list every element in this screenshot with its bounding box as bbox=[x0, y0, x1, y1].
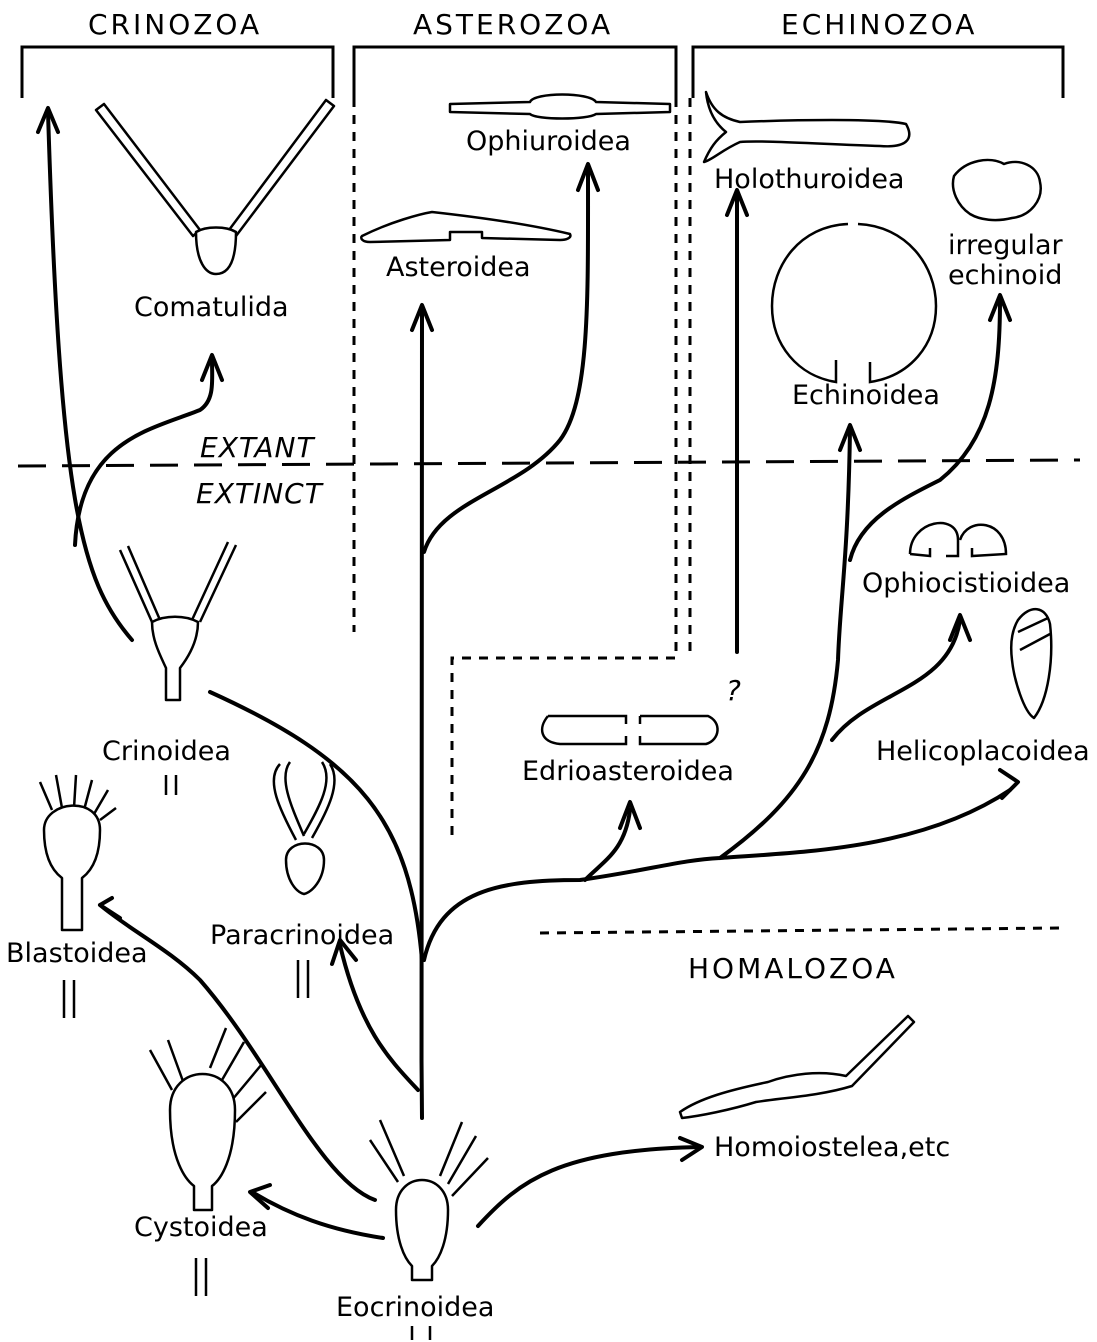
branch-paracrinoidea bbox=[340, 945, 418, 1090]
branch-homoiostelea bbox=[478, 1147, 700, 1226]
paracrinoidea-figure bbox=[274, 762, 335, 998]
irregular-echinoid-figure bbox=[953, 160, 1041, 220]
asterozoa-label: ASTEROZOA bbox=[413, 8, 613, 41]
extinct-label: EXTINCT bbox=[196, 477, 324, 510]
crinoidea-label: Crinoidea bbox=[102, 736, 231, 767]
extant-extinct-line bbox=[18, 460, 1080, 466]
echinoidea-figure bbox=[772, 224, 936, 382]
branch-echinoidea bbox=[720, 430, 850, 858]
irregular-echinoid-label-line1: irregular bbox=[948, 230, 1064, 261]
ophiocistioidea-figure bbox=[910, 523, 1006, 556]
holothuroidea-label: Holothuroidea bbox=[714, 164, 904, 195]
crinozoa-frame bbox=[22, 47, 333, 98]
holothuroidea-figure bbox=[704, 92, 909, 162]
taxon-labels: Comatulida Crinoidea Blastoidea Paracrin… bbox=[6, 126, 1090, 1323]
branch-ophiocistioidea bbox=[832, 620, 960, 740]
asteroidea-figure bbox=[361, 212, 570, 242]
homoiostelea-figure bbox=[680, 1016, 914, 1118]
cystoidea-label: Cystoidea bbox=[134, 1212, 268, 1243]
asteroidea-label: Asteroidea bbox=[386, 252, 531, 283]
blastoidea-label: Blastoidea bbox=[6, 938, 148, 969]
homalozoa-label: HOMALOZOA bbox=[688, 952, 898, 985]
echinozoa-frame bbox=[693, 47, 1063, 98]
branch-irregular-echinoid bbox=[850, 300, 1000, 560]
asterozoa-frame bbox=[354, 47, 676, 98]
branch-cystoidea bbox=[252, 1192, 383, 1238]
edrioasteroidea-figure bbox=[542, 716, 717, 744]
blastoidea-figure bbox=[40, 775, 116, 1018]
echinozoa-label: ECHINOZOA bbox=[781, 8, 977, 41]
asterozoa-boundary bbox=[354, 98, 690, 842]
crinozoa-label: CRINOZOA bbox=[88, 8, 262, 41]
homoiostelea-label: Homoiostelea,etc bbox=[714, 1132, 950, 1163]
ophiuroidea-figure bbox=[450, 95, 670, 119]
branch-crinoid-main bbox=[48, 112, 132, 640]
cystoidea-figure bbox=[150, 1028, 266, 1296]
branch-helicoplacoidea bbox=[424, 790, 1010, 960]
ophiocistioidea-label: Ophiocistioidea bbox=[862, 568, 1070, 599]
comatulida-figure bbox=[96, 100, 334, 274]
paracrinoidea-label: Paracrinoidea bbox=[210, 920, 394, 951]
trunk-to-asteroidea bbox=[421, 312, 423, 1118]
eocrinoidea-label: Eocrinoidea bbox=[336, 1292, 494, 1323]
edrioasteroidea-label: Edrioasteroidea bbox=[522, 756, 734, 787]
branch-comatulida bbox=[75, 360, 212, 545]
helicoplacoidea-label: Helicoplacoidea bbox=[876, 736, 1090, 767]
helicoplacoidea-figure bbox=[1011, 609, 1051, 718]
homalozoa-boundary bbox=[540, 928, 1060, 933]
ophiuroidea-label: Ophiuroidea bbox=[466, 126, 631, 157]
echinoidea-label: Echinoidea bbox=[792, 380, 940, 411]
extant-label: EXTANT bbox=[200, 431, 316, 464]
comatulida-label: Comatulida bbox=[134, 292, 289, 323]
uncertain-question-mark: ? bbox=[726, 674, 741, 707]
irregular-echinoid-label-line2: echinoid bbox=[948, 260, 1062, 291]
